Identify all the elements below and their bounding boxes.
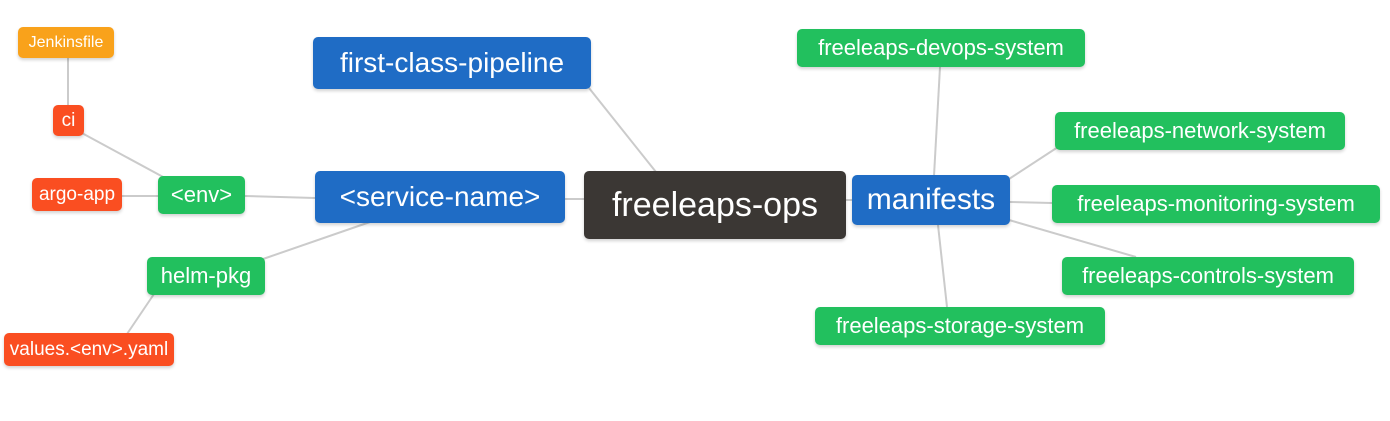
edge-helm-pkg-service-name xyxy=(262,221,371,260)
node-freeleaps-ops-root[interactable]: freeleaps-ops xyxy=(584,171,846,239)
node-freeleaps-controls-system[interactable]: freeleaps-controls-system xyxy=(1062,257,1354,295)
node-env[interactable]: <env> xyxy=(158,176,245,214)
node-manifests[interactable]: manifests xyxy=(852,175,1010,225)
edge-ci-env xyxy=(79,131,166,179)
node-argo-app[interactable]: argo-app xyxy=(32,178,122,211)
node-freeleaps-devops-system[interactable]: freeleaps-devops-system xyxy=(797,29,1085,67)
node-values-env-yaml[interactable]: values.<env>.yaml xyxy=(4,333,174,366)
node-freeleaps-network-system[interactable]: freeleaps-network-system xyxy=(1055,112,1345,150)
edge-manifests-monitoring xyxy=(1009,201,1053,204)
edge-manifests-controls xyxy=(1008,219,1137,258)
edge-manifests-devops xyxy=(933,66,941,177)
node-helm-pkg[interactable]: helm-pkg xyxy=(147,257,265,295)
edge-pipeline-root xyxy=(588,87,657,173)
node-freeleaps-monitoring-system[interactable]: freeleaps-monitoring-system xyxy=(1052,185,1380,223)
edge-manifests-storage xyxy=(937,224,948,308)
node-service-name[interactable]: <service-name> xyxy=(315,171,565,223)
edge-env-service-name xyxy=(244,195,316,199)
node-first-class-pipeline[interactable]: first-class-pipeline xyxy=(313,37,591,89)
node-freeleaps-storage-system[interactable]: freeleaps-storage-system xyxy=(815,307,1105,345)
edge-manifests-network xyxy=(1008,146,1059,180)
edge-values-helm-pkg xyxy=(126,293,155,335)
node-jenkinsfile[interactable]: Jenkinsfile xyxy=(18,27,114,58)
node-ci[interactable]: ci xyxy=(53,105,84,136)
